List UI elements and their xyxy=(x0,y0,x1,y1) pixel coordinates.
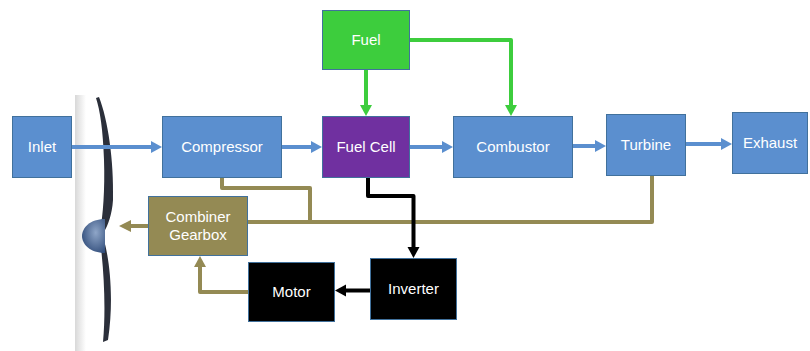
node-label: Combiner Gearbox xyxy=(155,208,241,244)
arrow-head xyxy=(119,220,131,232)
flow-connector xyxy=(248,176,652,222)
arrow-head xyxy=(311,141,322,153)
arrow-head xyxy=(408,247,420,258)
connector-line xyxy=(368,178,414,248)
arrow-head xyxy=(360,105,372,116)
propeller-panel xyxy=(75,95,119,351)
connector-line xyxy=(410,40,511,106)
node-label: Compressor xyxy=(181,138,263,156)
inverter-box: Inverter xyxy=(370,258,457,320)
connector-line xyxy=(200,266,248,292)
arrow-head xyxy=(721,138,732,150)
connector-line xyxy=(282,145,312,149)
shaft-arrow xyxy=(130,224,148,228)
fuel-box: Fuel xyxy=(322,10,410,70)
flow-connector xyxy=(72,141,162,153)
fuel-cell-box: Fuel Cell xyxy=(322,116,410,178)
connector-line xyxy=(72,145,152,149)
flow-connector xyxy=(573,140,606,152)
propeller-blade xyxy=(100,240,111,342)
flow-connector xyxy=(410,141,453,153)
node-label: Fuel xyxy=(351,31,380,49)
arrow-head xyxy=(505,105,517,116)
flow-connector xyxy=(686,138,732,150)
node-label: Combustor xyxy=(476,138,549,156)
node-label: Inverter xyxy=(388,280,439,298)
motor-box: Motor xyxy=(248,262,335,322)
node-label: Inlet xyxy=(28,138,56,156)
process-box: Inlet xyxy=(12,116,72,178)
process-box: Turbine xyxy=(606,114,686,176)
process-box: Compressor xyxy=(162,116,282,178)
flow-connector xyxy=(282,141,322,153)
flow-connector xyxy=(368,178,420,258)
connector-line xyxy=(364,70,368,106)
process-box: Exhaust xyxy=(732,112,808,174)
arrow-head xyxy=(151,141,162,153)
process-box: Combustor xyxy=(453,116,573,178)
flow-connector xyxy=(410,40,517,116)
propeller-hub xyxy=(82,219,105,253)
connector-line xyxy=(345,289,370,293)
connector-line xyxy=(248,176,652,222)
propeller-blade xyxy=(96,97,113,232)
connector-line xyxy=(686,142,722,146)
node-label: Motor xyxy=(272,283,310,301)
node-label: Fuel Cell xyxy=(336,138,395,156)
connector-line xyxy=(573,144,596,148)
connector-line xyxy=(410,145,443,149)
node-label: Exhaust xyxy=(743,134,797,152)
arrow-head xyxy=(335,285,346,297)
gearbox-box: Combiner Gearbox xyxy=(148,196,248,256)
arrow-head xyxy=(442,141,453,153)
node-label: Turbine xyxy=(621,136,671,154)
arrow-head xyxy=(595,140,606,152)
flow-connector xyxy=(335,285,370,297)
arrow-head xyxy=(194,256,206,267)
flow-connector xyxy=(360,70,372,116)
flow-connector xyxy=(194,256,248,292)
